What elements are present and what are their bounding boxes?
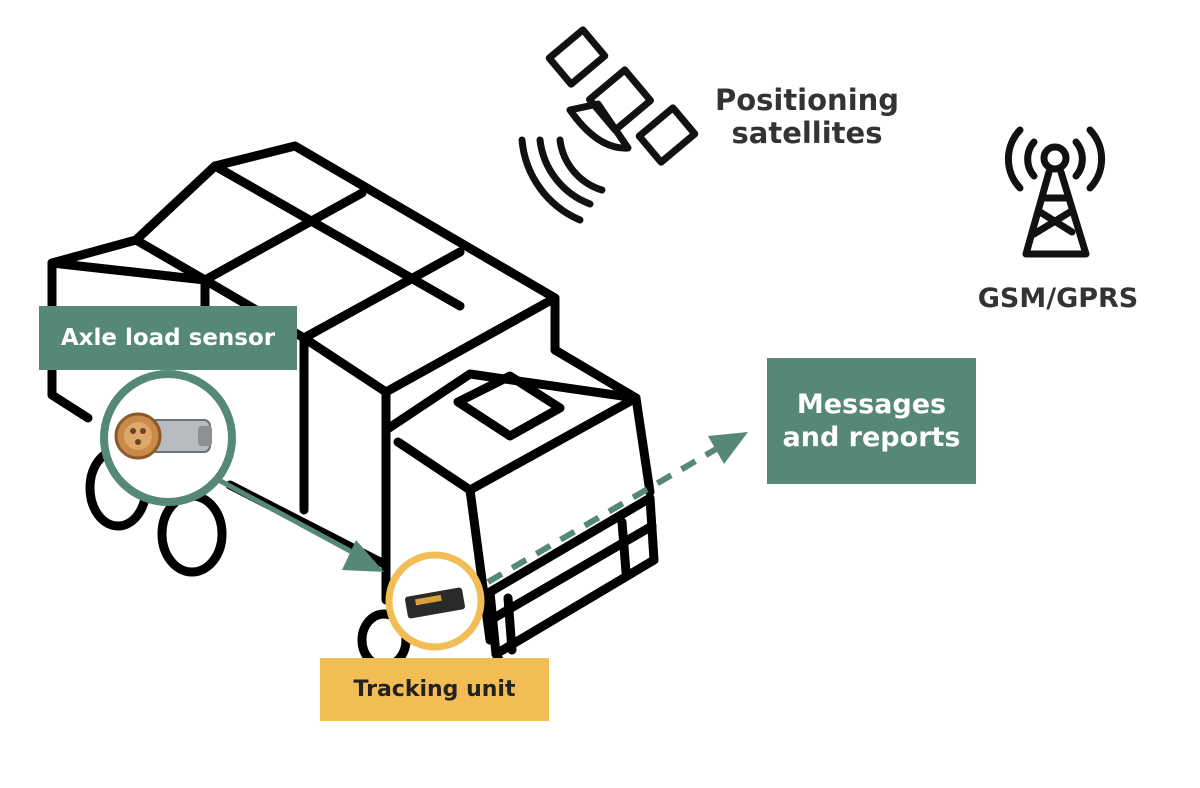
positioning-satellites-label: Positioning satellites [714,83,900,150]
messages-reports-label: Messages and reports [767,358,976,484]
sensor-to-tracker-arrow [213,475,384,572]
tracking-unit-label: Tracking unit [320,658,549,721]
tracking-unit-icon [385,551,485,651]
cell-tower-icon [1004,126,1106,258]
tracker-to-messages-arrow [486,432,748,585]
satellite-icon [518,26,699,224]
axle-load-sensor-label: Axle load sensor [39,306,297,370]
gsm-gprs-label: GSM/GPRS [977,283,1139,314]
axle-sensor-icon [100,370,236,506]
